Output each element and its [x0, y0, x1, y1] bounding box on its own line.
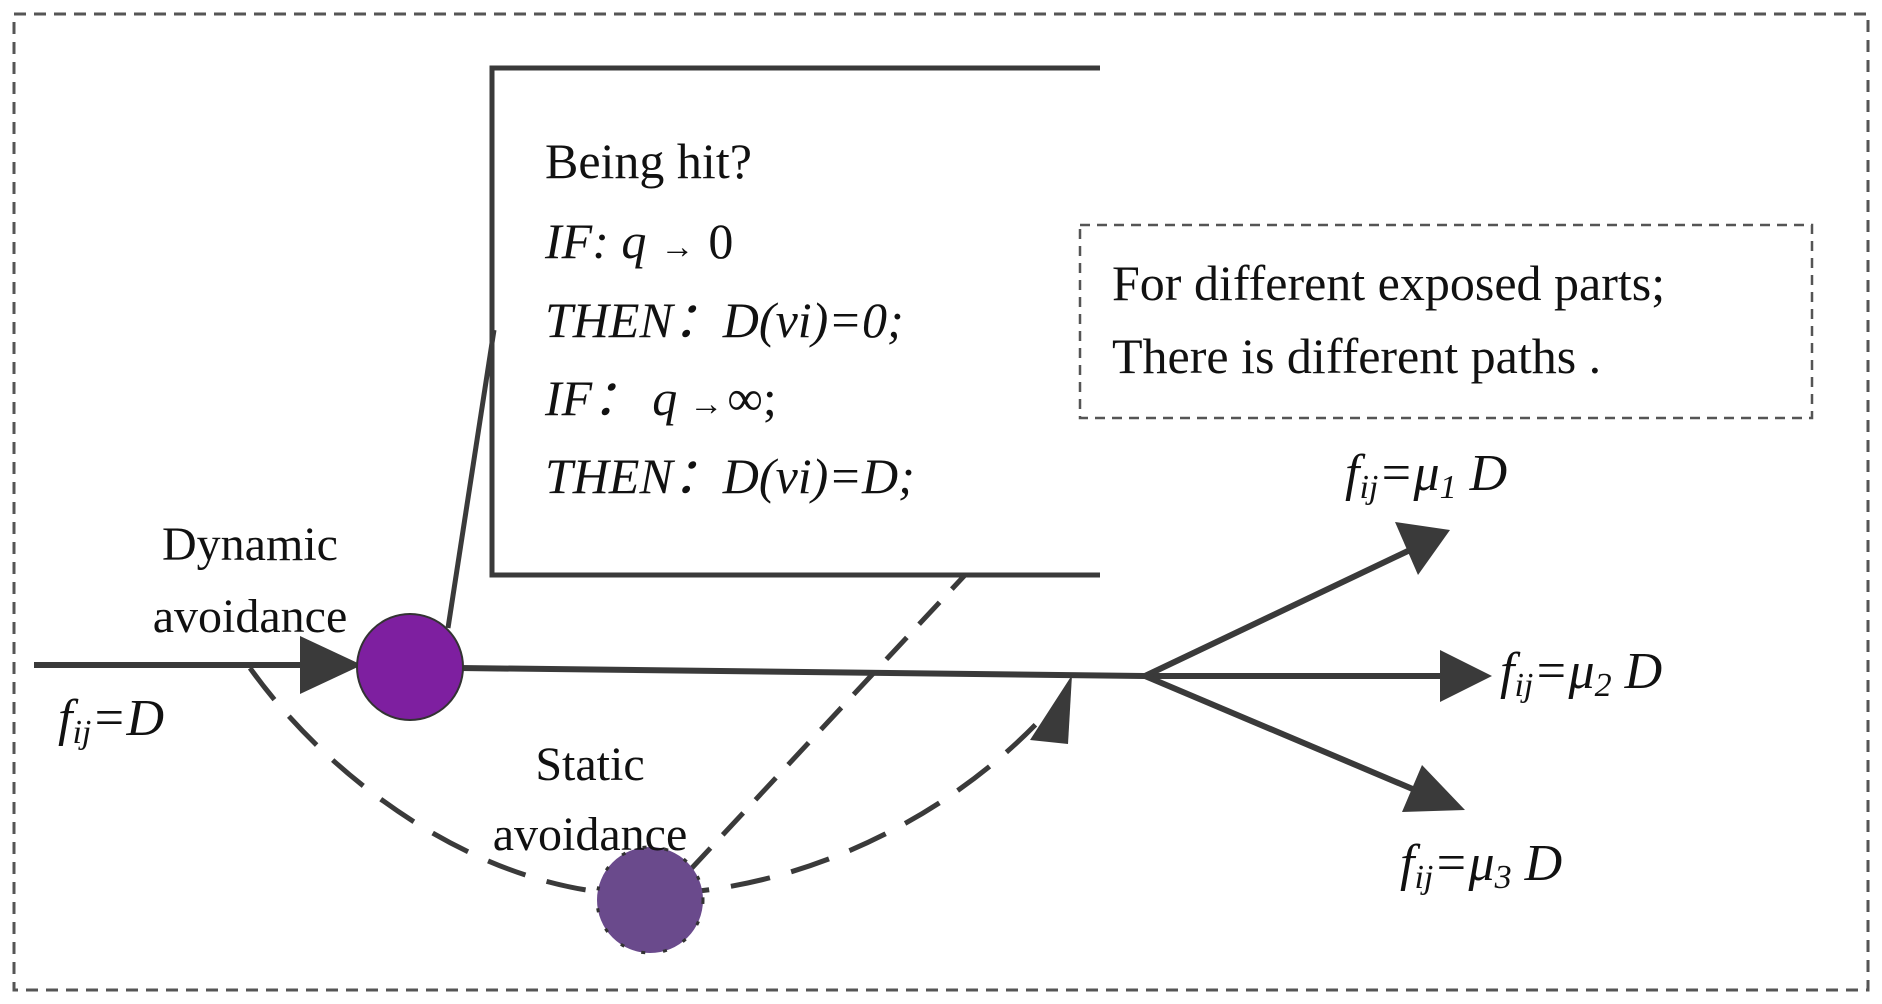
dynamic-avoidance-node [356, 613, 464, 721]
branch-arrow-head-3 [1402, 765, 1465, 812]
note-box [1078, 223, 1814, 420]
output-formula-2: fij=μ2 D [1500, 643, 1662, 704]
branch-path-1 [1143, 547, 1412, 679]
main-path-line [459, 665, 1146, 679]
condition-if-line-2: IF：q→∞; [544, 370, 777, 426]
static-avoidance-node [595, 845, 705, 955]
note-line-1: For different exposed parts; [1112, 255, 1665, 311]
dynamic-avoidance-label-1: Dynamic [162, 518, 338, 571]
note-line-2: There is different paths . [1112, 328, 1601, 384]
static-avoidance-label-2: avoidance [493, 808, 688, 861]
branch-arrow-head-1 [1395, 522, 1450, 575]
outer-frame [12, 12, 1870, 992]
branch-path-3 [1143, 673, 1417, 793]
static-callout-line [688, 573, 967, 872]
input-arrow-head [300, 636, 362, 694]
output-formula-3: fij=μ3 D [1400, 835, 1562, 896]
static-avoidance-arrow-head [1030, 675, 1072, 744]
output-formula-1: fij=μ1 D [1345, 445, 1507, 506]
branch-arrow-head-2 [1440, 650, 1492, 702]
dynamic-avoidance-label-2: avoidance [153, 590, 348, 643]
input-formula: fij=D [58, 690, 164, 751]
static-avoidance-label-1: Static [535, 738, 644, 791]
condition-if-line-1: IF: q→0 [544, 213, 733, 269]
condition-then-line-2: THEN：D(vi)=D; [545, 448, 915, 504]
dynamic-callout-line [445, 329, 497, 629]
condition-box [489, 65, 1100, 578]
condition-then-line-1: THEN：D(vi)=0; [545, 292, 904, 348]
condition-question: Being hit? [545, 133, 752, 189]
